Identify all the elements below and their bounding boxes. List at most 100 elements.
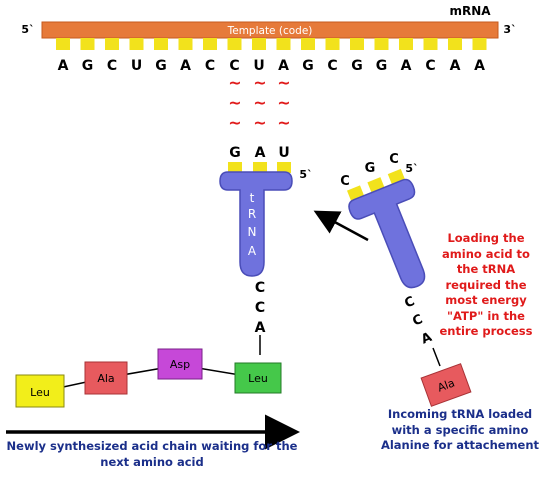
mrna-base-tab (129, 38, 144, 50)
mrna-base-letter: C (205, 58, 215, 74)
hydrogen-bond: ~ (277, 93, 290, 112)
mrna-base-tab (472, 38, 487, 50)
bound-acceptor-letter: A (255, 320, 266, 336)
bound-trna-stem-letter: R (248, 207, 256, 221)
incoming-trna-link (432, 347, 441, 367)
chain-ala-box (84, 361, 128, 395)
mrna-base-tab (301, 38, 315, 50)
bound-trna-acceptor-letters: CCA (255, 280, 266, 336)
mrna-base-tab (105, 38, 119, 50)
mrna-base-letter: A (278, 58, 289, 74)
mrna-base-letter: G (376, 58, 388, 74)
incoming-acceptor-letter: C (402, 294, 416, 311)
chain-asp-box (157, 348, 203, 380)
bound-trna-stem-letters: tRNA (248, 191, 257, 258)
bound-leu-label: Leu (248, 372, 268, 385)
approach-arrow (313, 210, 369, 242)
mrna-base-letter: A (450, 58, 461, 74)
mrna-base-letter: G (155, 58, 167, 74)
mrna-base-tab (448, 38, 462, 50)
bound-anticodon-tab (228, 162, 242, 173)
bound-trna-stem-letter: A (248, 244, 257, 258)
hydrogen-bond: ~ (228, 93, 241, 112)
incoming-anticodon-letter: G (365, 161, 376, 176)
incoming-anticodon-letters: CGC (340, 152, 399, 189)
bound-anticodon-letter: G (229, 145, 241, 161)
peptide-bonds (39, 364, 259, 393)
bound-anticodon-tabs (228, 162, 291, 173)
bound-trna-body (219, 171, 293, 277)
bound-trna-stem-letter: N (248, 225, 257, 239)
mrna-base-letter: U (131, 58, 142, 74)
hydrogen-bond: ~ (228, 73, 241, 92)
chain-asp-label: Asp (170, 358, 190, 371)
incoming-trna-body (348, 178, 426, 289)
hydrogen-bond: ~ (277, 113, 290, 132)
bound-acceptor-letter: C (255, 300, 265, 316)
mrna-base-letter: G (351, 58, 363, 74)
bound-trna-five-prime: 5` (299, 168, 312, 181)
mrna-base-letter: C (327, 58, 337, 74)
hydrogen-bond: ~ (253, 73, 266, 92)
mrna-strand-label: Template (code) (227, 25, 313, 37)
mrna-base-tab (56, 38, 70, 50)
mrna-base-tab (399, 38, 413, 50)
mrna-base-letter: G (82, 58, 94, 74)
mrna-five-prime: 5` (21, 23, 34, 36)
incoming-anticodon-letter: C (389, 152, 399, 167)
incoming-caption: Incoming tRNA loaded with a specific ami… (380, 407, 540, 452)
mrna-base-tab (252, 38, 266, 50)
loading-caption: Loading the amino acid to the tRNA requi… (432, 231, 540, 340)
mrna-base-letter: A (474, 58, 485, 74)
mrna-base-tab (154, 38, 168, 50)
mrna-base-tab (423, 38, 438, 50)
hydrogen-bond: ~ (277, 73, 290, 92)
hydrogen-bond: ~ (228, 113, 241, 132)
mrna-base-tab (325, 38, 340, 50)
incoming-trna: CGC 5` CCA Ala (340, 152, 472, 407)
codon-anticodon-bonds: ~~~~~~~~~ (228, 73, 290, 132)
incoming-amino-acid-label: Ala (436, 376, 457, 394)
bound-anticodon-letter: U (278, 145, 289, 161)
mrna-base-tab (227, 38, 242, 50)
mrna-title: mRNA (449, 4, 491, 18)
mrna-base-letter: G (302, 58, 314, 74)
bound-anticodon-tab (277, 162, 291, 173)
mrna-base-tab (178, 38, 193, 50)
mrna-base-letter: C (425, 58, 435, 74)
chain-leu-box (15, 374, 65, 408)
incoming-amino-acid-box (420, 363, 472, 407)
bound-anticodon-letter: A (255, 145, 266, 161)
bound-acceptor-letter: C (255, 280, 265, 296)
mrna-base-letter: C (107, 58, 117, 74)
mrna-three-prime: 3` (503, 23, 516, 36)
mrna-base-tab (276, 38, 291, 50)
hydrogen-bond: ~ (253, 93, 266, 112)
mrna-base-letter: C (229, 58, 239, 74)
incoming-acceptor-letter: C (410, 312, 424, 329)
chain-ala-label: Ala (97, 372, 114, 385)
bound-leu-box (234, 362, 282, 394)
polypeptide-chain: Leu Ala Asp Leu (15, 348, 282, 408)
mrna-base-letter: A (180, 58, 191, 74)
mrna-base-letter: A (58, 58, 69, 74)
chain-caption: Newly synthesized acid chain waiting for… (6, 439, 298, 469)
mrna-base-tab (203, 38, 217, 50)
incoming-trna-five-prime: 5` (405, 162, 418, 175)
mrna-backbone (41, 21, 499, 39)
mrna-base-tab (350, 38, 364, 50)
bound-anticodon-tab (253, 162, 267, 173)
mrna-base-letter: U (253, 58, 264, 74)
incoming-anticodon-letter: C (340, 174, 350, 189)
bound-trna-stem-letter: t (250, 191, 255, 205)
incoming-acceptor-letters: CCA (402, 294, 434, 348)
hydrogen-bond: ~ (253, 113, 266, 132)
mrna-base-tabs (56, 38, 487, 50)
mrna-base-tab (374, 38, 389, 50)
chain-leu-label: Leu (30, 386, 50, 399)
